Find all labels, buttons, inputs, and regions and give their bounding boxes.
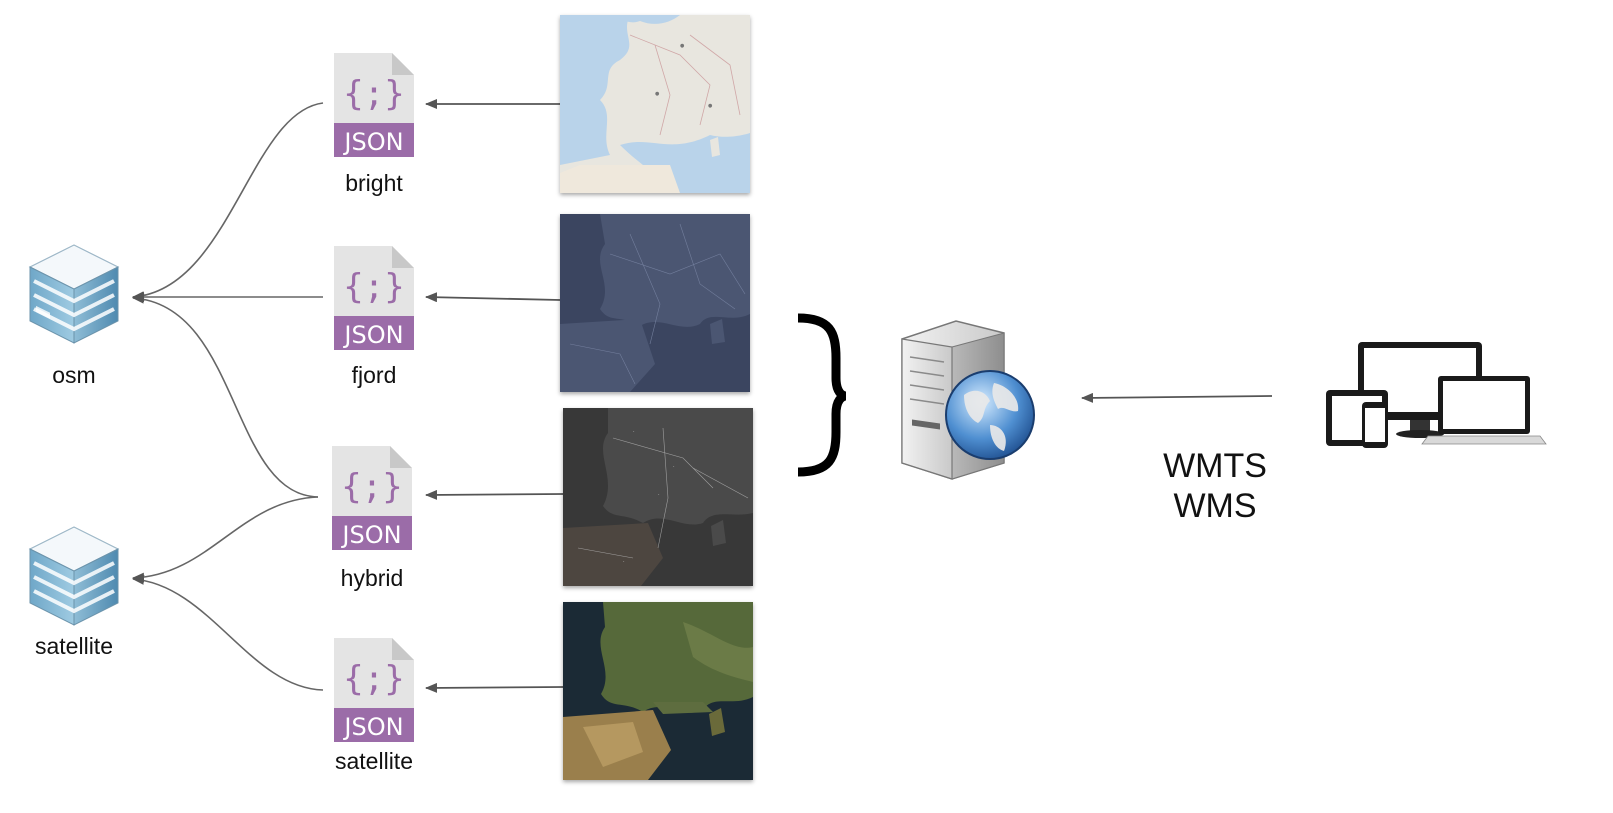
dark-hybrid-map-preview: · · · · [563,408,753,586]
json-badge: JSON [340,521,401,549]
arrow-fjord-preview [425,292,561,303]
svg-text:●: ● [680,43,685,49]
database-cube-icon [28,526,120,626]
protocol-wms: WMS [1173,487,1257,525]
style-label: satellite [335,748,413,774]
web-server-icon [901,320,1035,480]
protocol-wmts: WMTS [1163,447,1267,485]
svg-text:·: · [633,429,635,435]
json-glyph: {;} [341,467,402,507]
json-file-icon: {;} JSON [332,446,412,550]
curly-brace [797,313,847,477]
satellite-imagery-preview [563,602,753,780]
light-street-map-preview: ● ● ● [560,15,750,193]
link-bright-to-osm [132,102,324,302]
svg-text:·: · [673,464,675,470]
protocol-labels: WMTS WMS [1130,446,1300,526]
arrow-client-to-server [1081,392,1273,403]
svg-text:·: · [623,559,625,565]
link-satellite-to-satellite [132,574,324,691]
source-label: satellite [35,633,113,659]
link-hybrid-to-osm [132,293,319,498]
link-hybrid-to-satellite [132,496,319,583]
json-glyph: {;} [343,74,404,114]
style-label: fjord [351,362,397,388]
json-file-icon: {;} JSON [334,53,414,157]
database-cube-icon [28,244,120,344]
style-label: bright [345,170,403,196]
dark-blue-map-preview [560,214,750,392]
svg-text:·: · [658,492,660,498]
json-glyph: {;} [343,267,404,307]
json-badge: JSON [342,713,403,741]
arrow-satellite-preview [425,682,564,693]
json-file-icon: {;} JSON [334,638,414,742]
json-badge: JSON [342,321,403,349]
source-label: osm [52,362,96,388]
svg-text:●: ● [655,91,660,97]
svg-text:●: ● [708,103,713,109]
devices-icon [1326,342,1547,448]
json-file-icon: {;} JSON [334,246,414,350]
json-glyph: {;} [343,659,404,699]
arrow-hybrid-preview [425,489,564,500]
json-badge: JSON [342,128,403,156]
style-label: hybrid [340,565,404,591]
